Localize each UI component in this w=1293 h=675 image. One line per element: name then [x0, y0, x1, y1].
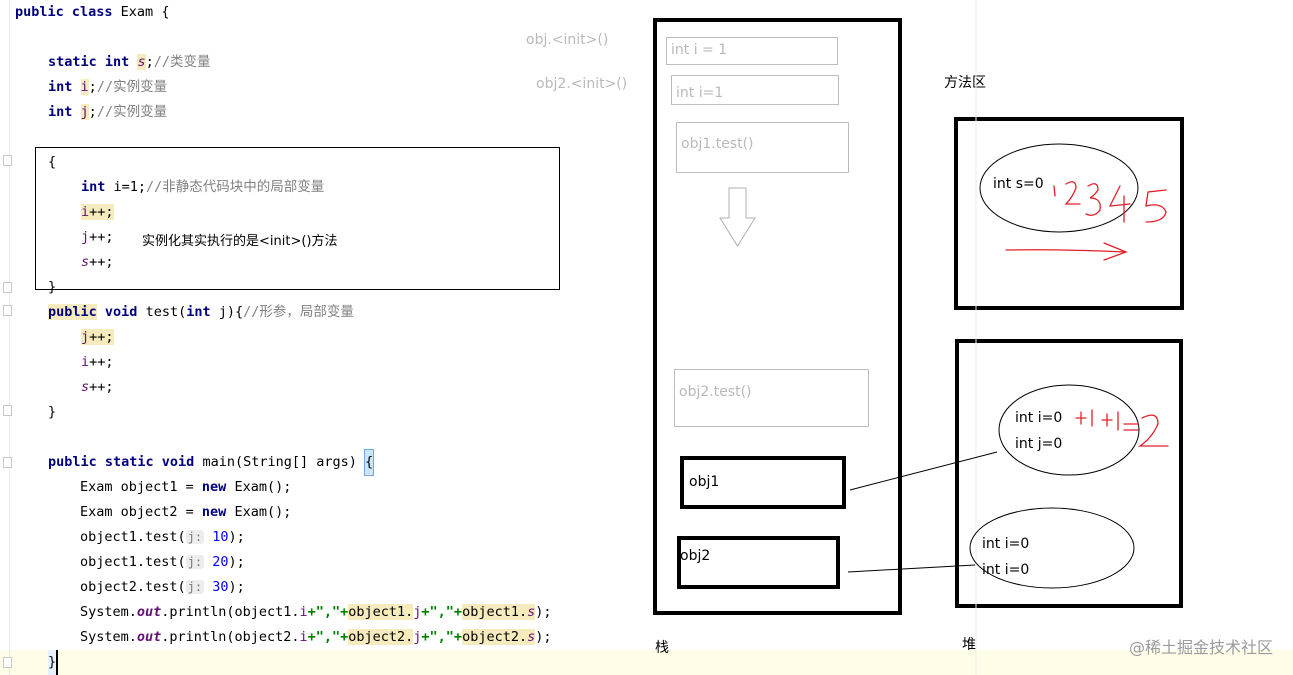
ghost-label-obj-init: obj.<init>(): [526, 32, 609, 48]
code-line-local-i: int i=1;//非静态代码块中的局部变量: [81, 179, 325, 195]
code-line-test-close: }: [48, 404, 57, 420]
heap-obj1-ellipse: [998, 384, 1140, 476]
code-line-block-open: {: [48, 154, 57, 170]
method-area-ellipse: [979, 143, 1139, 233]
fold-marker[interactable]: [3, 305, 12, 316]
fold-marker[interactable]: [3, 405, 12, 416]
watermark: @稀土掘金技术社区: [1128, 638, 1273, 657]
code-line-println-2: System.out.println(object2.i+","+object2…: [80, 629, 552, 645]
down-arrow-icon: [719, 187, 756, 247]
heap-box: [955, 339, 1183, 608]
fold-marker[interactable]: [3, 155, 12, 166]
code-line-test-call-1: object1.test(j: 10);: [80, 529, 245, 545]
param-hint: j:: [185, 530, 205, 544]
code-line-main: public static void main(String[] args) {: [48, 449, 375, 476]
method-area-var: int s=0: [993, 176, 1044, 192]
fold-marker[interactable]: [3, 657, 12, 668]
code-line-test-call-3: object2.test(j: 30);: [80, 579, 245, 595]
fold-marker[interactable]: [3, 457, 12, 468]
stack-ref-obj1: [680, 456, 846, 509]
code-line-new-object2: Exam object2 = new Exam();: [80, 504, 292, 520]
stack-frame-obj2-test: obj2.test(): [674, 369, 869, 427]
stack-frame-obj1-test: obj1.test(): [676, 122, 849, 173]
handwriting-12345: [1053, 181, 1167, 223]
heap-obj2-field-i: int i=0: [982, 536, 1030, 552]
heap-obj2-field-j: int i=0: [982, 562, 1030, 578]
heap-obj2-ellipse: [969, 507, 1135, 589]
code-line-j-inc: j++;: [81, 229, 114, 245]
handwriting-plus-one: [1075, 409, 1169, 447]
code-line-test-method: public void test(int j){//形参，局部变量: [48, 304, 354, 320]
stack-area: [653, 18, 902, 615]
stack-label: 栈: [655, 640, 669, 656]
param-hint: j:: [185, 555, 205, 569]
heap-label: 堆: [962, 637, 976, 653]
code-line-test-j-inc: j++;: [81, 329, 114, 345]
code-line-println-1: System.out.println(object1.i+","+object1…: [80, 604, 552, 620]
ghost-label-obj2-init: obj2.<init>(): [536, 76, 628, 92]
handwritten-arrow: [1005, 242, 1128, 261]
init-block-annotation-box: [35, 147, 560, 290]
code-line-main-close: }: [48, 650, 59, 675]
code-line-test-i-inc: i++;: [81, 354, 114, 370]
code-line-block-close: }: [48, 279, 57, 295]
obj1-reference-line: [849, 451, 998, 491]
fold-marker[interactable]: [3, 282, 12, 293]
param-hint: j:: [185, 580, 205, 594]
current-line-highlight: [0, 650, 1293, 675]
init-annotation-text: 实例化其实执行的是<init>()方法: [142, 234, 338, 249]
code-line-new-object1: Exam object1 = new Exam();: [80, 479, 292, 495]
method-area-box: [954, 117, 1184, 310]
code-line-test-s-inc: s++;: [81, 379, 114, 395]
code-line-i-inc: i++;: [81, 204, 114, 220]
code-line-s-inc: s++;: [81, 254, 114, 270]
code-line-class-decl: public class Exam {: [15, 4, 170, 20]
stack-ref-obj1-label: obj1: [689, 474, 720, 490]
heap-obj1-field-j: int j=0: [1015, 436, 1063, 452]
stack-frame-init-2: int i=1: [671, 75, 839, 105]
code-line-field-j: int j;//实例变量: [48, 104, 168, 120]
stack-ref-obj2-label: obj2: [680, 548, 711, 564]
stack-ref-obj2: [677, 536, 840, 589]
code-line-field-i: int i;//实例变量: [48, 79, 168, 95]
heap-obj1-field-i: int i=0: [1015, 410, 1063, 426]
stack-frame-init-1: int i = 1: [666, 37, 838, 65]
code-line-static-field: static int s;//类变量: [48, 54, 211, 70]
editor-gutter: [9, 0, 10, 675]
obj2-reference-line: [847, 564, 976, 573]
code-line-test-call-2: object1.test(j: 20);: [80, 554, 245, 570]
